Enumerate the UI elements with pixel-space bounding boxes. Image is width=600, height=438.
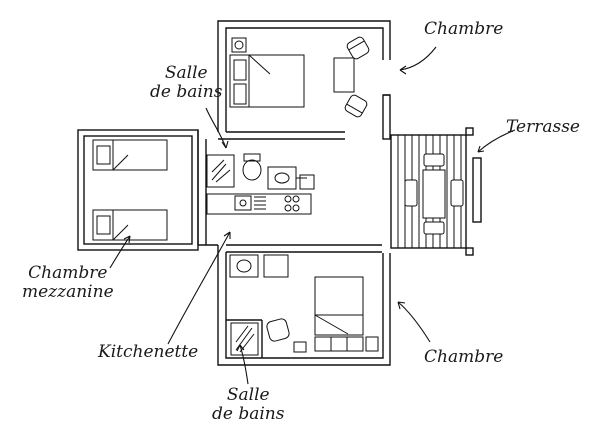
- label-terrasse: Terrasse: [506, 117, 580, 137]
- top-bedroom: [217, 20, 391, 140]
- kitchenette-unit: [206, 193, 312, 215]
- label-chambre-top: Chambre: [424, 19, 504, 39]
- label-chambre-mezzanine: Chambre mezzanine: [22, 264, 114, 302]
- terrace: [390, 127, 482, 256]
- annotation-arrows: [109, 46, 516, 385]
- bottom-bedroom: [217, 245, 391, 366]
- label-salle-bottom-line1: Salle: [226, 385, 270, 405]
- label-salle-de-bains-top: Salle de bains: [150, 64, 222, 102]
- label-mezzanine-line1: Chambre: [28, 263, 108, 283]
- label-chambre-bottom: Chambre: [424, 347, 504, 367]
- label-salle-top-line2: de bains: [150, 82, 223, 102]
- mezzanine-room: [77, 129, 199, 251]
- bathroom-top: [206, 153, 315, 190]
- label-salle-top-line1: Salle: [164, 63, 208, 83]
- label-salle-bottom-line2: de bains: [212, 404, 285, 424]
- label-mezzanine-line2: mezzanine: [22, 282, 114, 302]
- label-salle-de-bains-bottom: Salle de bains: [212, 386, 284, 424]
- central-walls: [197, 130, 382, 253]
- label-kitchenette: Kitchenette: [98, 342, 199, 362]
